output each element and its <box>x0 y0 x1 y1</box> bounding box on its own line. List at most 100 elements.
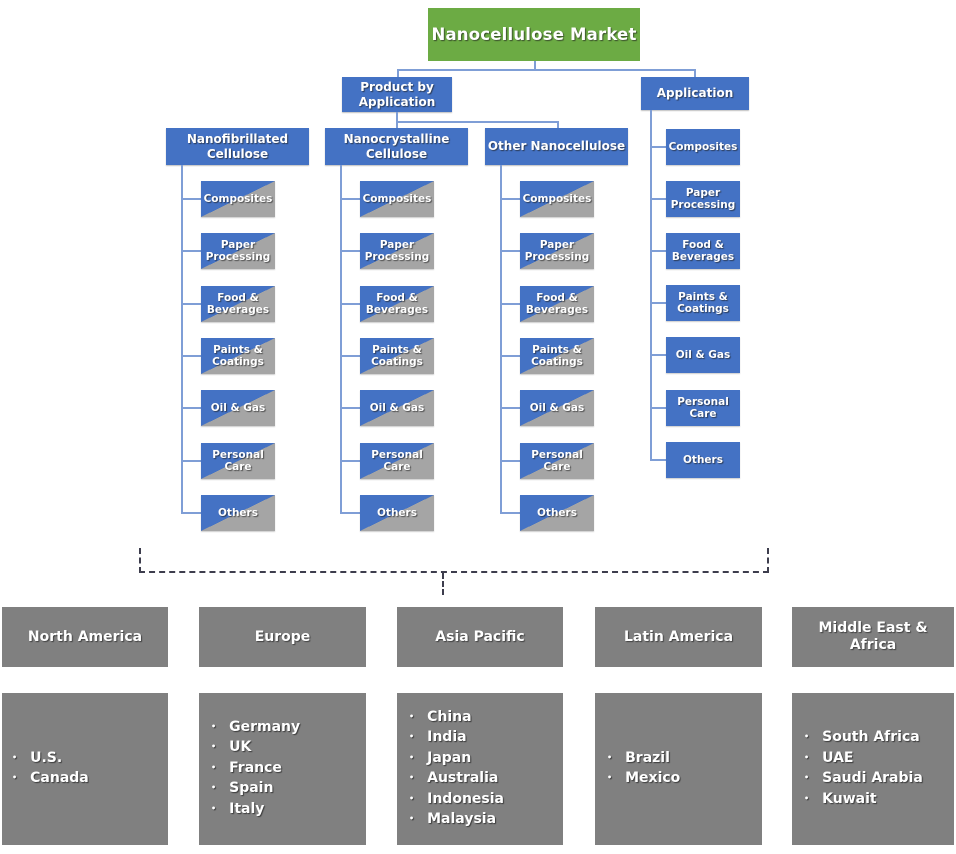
connector-col2-stub <box>340 460 360 462</box>
country-bullet-item: U.S. <box>12 749 168 770</box>
app-item-label: Composites <box>522 192 592 205</box>
country-label: Japan <box>427 749 472 766</box>
connector-app-stub <box>650 198 666 200</box>
app-item: Paper Processing <box>201 233 275 269</box>
connector-col3-stub <box>500 250 520 252</box>
connector-col3-stub <box>500 198 520 200</box>
app-item-label: Paints & Coatings <box>677 290 729 316</box>
region-header-europe: Europe <box>199 607 366 667</box>
connector-col3-stub <box>500 407 520 409</box>
app-item-label: Others <box>537 506 577 519</box>
app-item: Personal Care <box>201 443 275 479</box>
app-item: Oil & Gas <box>666 337 740 373</box>
app-item: Paints & Coatings <box>360 338 434 374</box>
app-item-label: Others <box>377 506 417 519</box>
product-by-application-header: Product by Application <box>342 77 452 112</box>
app-item-label: Oil & Gas <box>529 401 585 414</box>
app-item-label: Paper Processing <box>524 238 590 264</box>
connector-col2-stub <box>340 250 360 252</box>
app-item-label: Others <box>218 506 258 519</box>
region-header-middle-east-africa: Middle East & Africa <box>792 607 954 667</box>
country-label: South Africa <box>822 729 920 745</box>
region-countries-asia-pacific: China India Japan Australia Indonesia Ma… <box>397 693 563 845</box>
app-item: Composites <box>360 181 434 217</box>
app-item: Paints & Coatings <box>201 338 275 374</box>
app-item: Oil & Gas <box>360 390 434 426</box>
app-item: Paper Processing <box>360 233 434 269</box>
connector-col1-stub <box>181 303 201 305</box>
app-item-label: Composites <box>668 140 738 153</box>
connector-col1-trunk <box>181 165 183 514</box>
region-header-label: Latin America <box>623 628 734 645</box>
column-header-nanocrystalline: Nanocrystalline Cellulose <box>325 128 468 165</box>
app-item-label: Paper Processing <box>670 186 736 212</box>
market-title-box: Nanocellulose Market <box>428 8 640 61</box>
connector-application-trunk <box>650 110 652 460</box>
region-countries-latin-america: Brazil Mexico <box>595 693 762 845</box>
connector-app-stub <box>650 354 666 356</box>
app-item: Others <box>360 495 434 531</box>
app-item-label: Food & Beverages <box>206 291 270 317</box>
app-item: Others <box>201 495 275 531</box>
connector-col2-stub <box>340 407 360 409</box>
app-item: Composites <box>201 181 275 217</box>
app-item-label: Food & Beverages <box>525 291 589 317</box>
app-item-label: Paper Processing <box>205 238 271 264</box>
country-label: Spain <box>229 780 274 797</box>
region-header-label: North America <box>27 628 143 645</box>
app-item-label: Composites <box>362 192 432 205</box>
country-label: UAE <box>822 749 854 766</box>
dashed-connector-center <box>442 573 444 595</box>
country-bullet-item: Spain <box>211 779 366 800</box>
connector-col1-stub <box>181 512 201 514</box>
country-label: Brazil <box>625 749 670 766</box>
dashed-connector-horizontal <box>139 571 769 573</box>
market-title-label: Nanocellulose Market <box>431 25 637 44</box>
country-bullet-item: India <box>409 728 563 749</box>
region-header-latin-america: Latin America <box>595 607 762 667</box>
connector-col1-stub <box>181 250 201 252</box>
connector-app-stub <box>650 146 666 148</box>
connector-col1-stub <box>181 407 201 409</box>
region-header-label: Asia Pacific <box>435 628 525 645</box>
dashed-connector-left <box>139 548 141 573</box>
region-countries-europe: Germany UK France Spain Italy <box>199 693 366 845</box>
app-item: Paints & Coatings <box>520 338 594 374</box>
connector-col2-stub <box>340 355 360 357</box>
connector-app-stub <box>650 459 666 461</box>
region-header-asia-pacific: Asia Pacific <box>397 607 563 667</box>
column-header-label: Nanocrystalline Cellulose <box>343 132 450 161</box>
app-item: Food & Beverages <box>201 286 275 322</box>
dashed-connector-right <box>767 548 769 573</box>
country-label: France <box>229 759 282 776</box>
app-item: Food & Beverages <box>360 286 434 322</box>
app-item-label: Paper Processing <box>364 238 430 264</box>
connector-stub-application <box>694 69 696 78</box>
region-countries-north-america: U.S. Canada <box>2 693 168 845</box>
connector-col2-stub <box>340 512 360 514</box>
app-item-label: Oil & Gas <box>210 401 266 414</box>
connector-col2-stub <box>340 303 360 305</box>
country-bullet-item: France <box>211 759 366 780</box>
connector-col2-stub <box>340 198 360 200</box>
connector-col1-stub <box>181 198 201 200</box>
country-bullet-item: Mexico <box>607 769 762 790</box>
app-item: Paints & Coatings <box>666 285 740 321</box>
app-item-label: Paints & Coatings <box>371 343 423 369</box>
country-label: Germany <box>229 718 301 735</box>
country-bullet-item: Indonesia <box>409 790 563 811</box>
connector-product-trunk <box>396 112 398 128</box>
connector-col3-stub <box>500 303 520 305</box>
country-label: Canada <box>30 770 89 786</box>
country-bullet-item: Saudi Arabia <box>804 769 954 790</box>
connector-app-stub <box>650 302 666 304</box>
country-bullet-item: Canada <box>12 769 168 790</box>
connector-top-horizontal <box>397 69 696 71</box>
column-header-label: Other Nanocellulose <box>487 139 626 154</box>
country-label: Kuwait <box>822 790 877 807</box>
connector-col1-stub <box>181 355 201 357</box>
app-item-label: Personal Care <box>371 448 423 474</box>
country-bullet-item: Germany <box>211 718 366 739</box>
app-item: Others <box>520 495 594 531</box>
